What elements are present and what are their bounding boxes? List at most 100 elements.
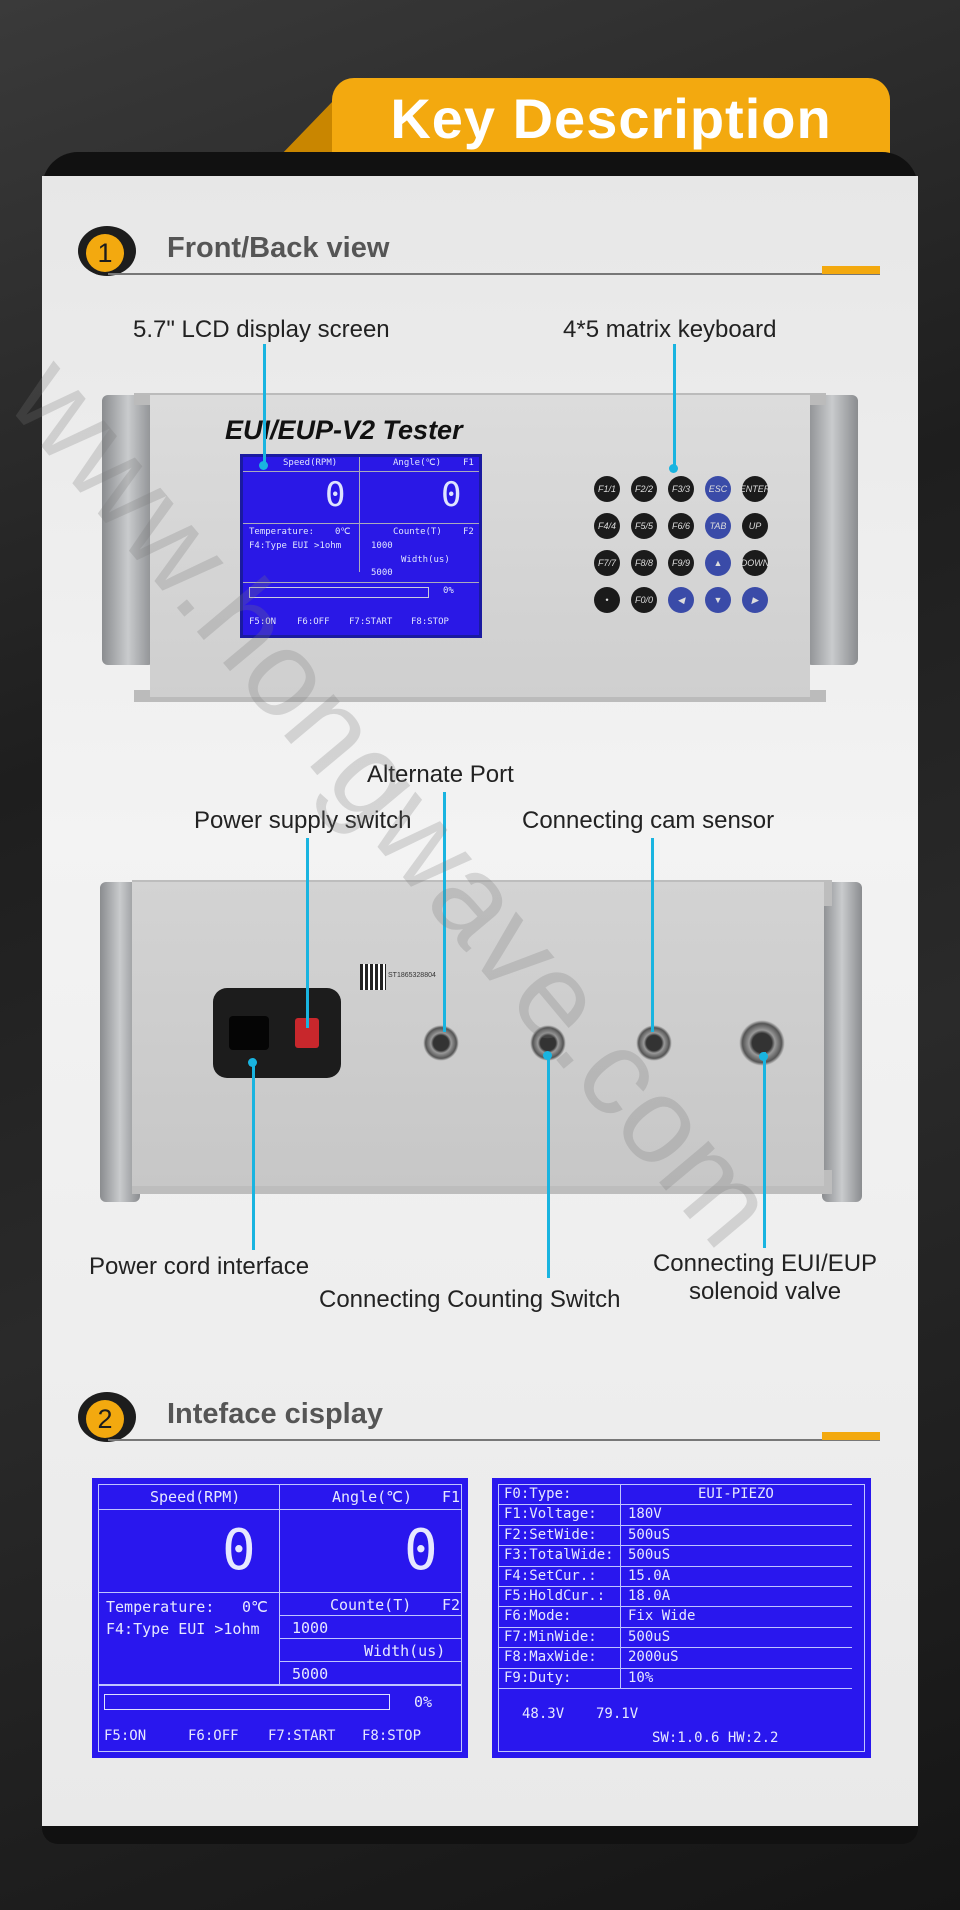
section2-number: 2 — [86, 1400, 124, 1438]
section2-number-badge: 2 — [78, 1392, 136, 1442]
pointer-cam-sensor — [651, 838, 654, 1032]
screen2-row: F8:MaxWide:2000uS — [498, 1647, 852, 1669]
keypad-key[interactable]: UP — [742, 513, 768, 539]
screen2-row-value: 18.0A — [628, 1588, 671, 1604]
screen2-row-divider — [620, 1565, 621, 1586]
keypad-key[interactable]: F4/4 — [594, 513, 620, 539]
keypad-key[interactable]: ▼ — [705, 587, 731, 613]
screen2-row-divider — [620, 1667, 621, 1688]
screen1-counte-value: 1000 — [292, 1619, 329, 1637]
screen2-row-value: 500uS — [628, 1628, 671, 1645]
screen1-hdivider — [98, 1684, 462, 1686]
screen1-f6: F6:OFF — [188, 1728, 239, 1744]
screen2-row-divider — [620, 1586, 621, 1607]
header-title: Key Description — [332, 78, 890, 158]
front-lcd-width-value: 5000 — [371, 568, 393, 578]
front-left-handle — [102, 395, 154, 665]
keypad-key[interactable]: ENTER — [740, 476, 770, 502]
screen1-counte-label: Counte(T) — [330, 1596, 412, 1614]
front-lcd-f1: F1 — [463, 458, 474, 468]
matrix-keypad: F1/1 F2/2 F3/3 ESC ENTER F4/4 F5/5 F6/6 TAB UP F7/… — [594, 476, 774, 616]
screen2-row-value: 15.0A — [628, 1567, 671, 1584]
screen2-row-value: EUI-PIEZO — [698, 1486, 774, 1502]
pointer-solenoid — [763, 1052, 766, 1248]
front-lcd-temp-value: 0℃ — [335, 527, 351, 537]
screen1-angle-value: 0 — [404, 1518, 438, 1583]
screen2-row-value: 180V — [628, 1506, 662, 1523]
pointer-keyboard — [673, 344, 676, 466]
keypad-key[interactable]: ▲ — [705, 550, 731, 576]
keypad-key[interactable]: F7/7 — [594, 550, 620, 576]
label-alternate-port: Alternate Port — [367, 761, 514, 788]
keypad-key[interactable]: F9/9 — [668, 550, 694, 576]
keypad-key[interactable]: ▶ — [742, 587, 768, 613]
alternate-port-connector — [423, 1025, 459, 1061]
screen2-row-key: F2:SetWide: — [504, 1526, 597, 1543]
keypad-key[interactable]: ESC — [705, 476, 731, 502]
screen1-width-label: Width(us) — [364, 1642, 446, 1660]
section2-accent — [822, 1432, 880, 1440]
screen2-version: SW:1.0.6 HW:2.2 — [652, 1730, 779, 1746]
front-brand-label: EUI/EUP-V2 Tester — [225, 415, 463, 445]
screen2-row-value: 2000uS — [628, 1649, 679, 1666]
front-lcd-f6: F6:OFF — [297, 617, 330, 627]
front-lcd-progress — [249, 587, 429, 598]
pointer-lcd — [263, 344, 266, 464]
keypad-key[interactable]: F6/6 — [668, 513, 694, 539]
front-lcd-vdivider — [359, 457, 360, 572]
screen2-row-key: F6:Mode: — [504, 1608, 572, 1625]
screen2-row-divider — [620, 1504, 621, 1525]
screen1: Speed(RPM) Angle(℃) F1 0 0 Temperature: … — [92, 1478, 468, 1758]
label-solenoid-line1: Connecting EUI/EUP — [652, 1250, 878, 1277]
screen2-row-key: F1:Voltage: — [504, 1506, 597, 1523]
screen1-f1: F1 — [442, 1488, 461, 1506]
front-lcd-f8: F8:STOP — [411, 617, 449, 627]
keypad-key[interactable]: F2/2 — [631, 476, 657, 502]
front-lcd-counte: Counte(T) — [393, 527, 442, 537]
screen1-f7: F7:START — [268, 1728, 336, 1744]
screen2-row-divider — [620, 1606, 621, 1627]
screen2-row-key: F4:SetCur.: — [504, 1567, 597, 1584]
screen2-row: F2:SetWide:500uS — [498, 1524, 852, 1547]
screen2-row-divider — [620, 1545, 621, 1566]
keypad-key[interactable]: F1/1 — [594, 476, 620, 502]
keypad-key[interactable]: DOWN — [741, 550, 769, 576]
screen2-reading2: 79.1V — [596, 1706, 639, 1722]
keypad-key[interactable]: F0/0 — [631, 587, 657, 613]
pointer-power-cord — [252, 1060, 255, 1250]
front-lcd-type: F4:Type EUI >1ohm — [249, 541, 342, 551]
keypad-key[interactable]: F8/8 — [631, 550, 657, 576]
section1-divider — [108, 273, 880, 275]
keypad-key[interactable]: F5/5 — [631, 513, 657, 539]
screen2-row: F4:SetCur.: 15.0A — [498, 1565, 852, 1587]
section1-number-badge: 1 — [78, 226, 136, 276]
keypad-key[interactable]: F3/3 — [668, 476, 694, 502]
front-lcd-width: Width(us) — [401, 555, 450, 565]
screen1-width-value: 5000 — [292, 1665, 329, 1683]
pointer-counting-switch — [547, 1052, 550, 1278]
front-lcd-f5: F5:ON — [249, 617, 277, 627]
screen2-row-divider — [620, 1626, 621, 1648]
screen2-row-key: F5:HoldCur.: — [504, 1588, 606, 1604]
pointer-lcd-dot — [259, 461, 268, 470]
power-socket — [229, 1016, 269, 1050]
screen2-row-key: F0:Type: — [504, 1486, 572, 1502]
screen2-row-key: F9:Duty: — [504, 1669, 572, 1686]
pointer-power-cord-dot — [248, 1058, 257, 1067]
pointer-counting-switch-dot — [543, 1051, 552, 1060]
screen2-frame — [498, 1484, 865, 1752]
front-lcd-counte-value: 1000 — [371, 541, 393, 551]
screen1-speed-value: 0 — [222, 1518, 256, 1583]
label-power-cord: Power cord interface — [89, 1253, 310, 1280]
label-solenoid-line2: solenoid valve — [688, 1278, 842, 1305]
keypad-key[interactable]: TAB — [705, 513, 731, 539]
cam-sensor-connector — [636, 1025, 672, 1061]
keypad-key[interactable]: ◀ — [668, 587, 694, 613]
screen2-row-value: Fix Wide — [628, 1608, 696, 1625]
screen1-temp-value: 0℃ — [242, 1598, 268, 1616]
screen1-temperature: Temperature: — [106, 1598, 215, 1616]
section1-accent — [822, 266, 880, 274]
screen1-angle-label: Angle(℃) — [332, 1488, 413, 1506]
keypad-key[interactable]: • — [594, 587, 620, 613]
screen2-row-divider — [620, 1484, 621, 1505]
